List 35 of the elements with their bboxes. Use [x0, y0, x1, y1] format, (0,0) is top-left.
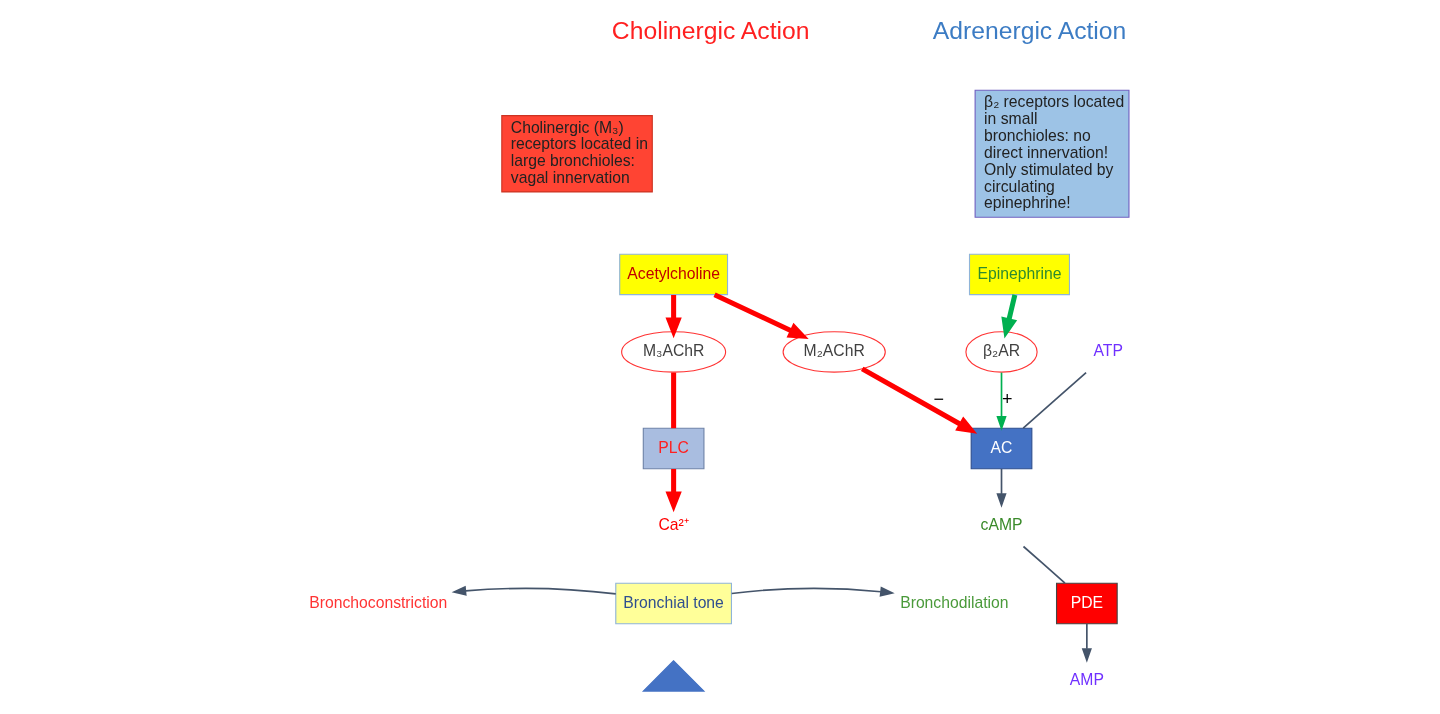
- node-text: Ca²⁺: [657, 516, 689, 534]
- node-box: PLC: [642, 427, 704, 470]
- arrow: [664, 469, 682, 513]
- label: Adrenergic Action: [932, 17, 1126, 45]
- arrow: [1000, 294, 1017, 339]
- node-box: Acetylcholine: [618, 253, 728, 296]
- node-box: Cholinergic (M₃) receptors located in large bronchioles: vagal innervation: [500, 115, 653, 193]
- node-text: AMP: [1069, 671, 1104, 689]
- arrow: [451, 585, 617, 596]
- node-text: ATP: [1092, 342, 1123, 360]
- arrow: [995, 468, 1007, 508]
- node-text: cAMP: [980, 516, 1022, 534]
- node-box: Epinephrine: [968, 253, 1070, 296]
- node-text: Bronchodilation: [899, 593, 1009, 611]
- arrow: [1081, 623, 1092, 663]
- node-ellipse: M₂AChR: [782, 331, 886, 373]
- node-ellipse: M₃AChR: [620, 331, 726, 373]
- node-box: Bronchial tone: [614, 582, 732, 625]
- node-box: AC: [970, 427, 1032, 470]
- arrow: [664, 294, 682, 339]
- arrow: [713, 292, 809, 339]
- connector: [670, 372, 676, 429]
- edge-label: +: [1001, 388, 1012, 409]
- arrow: [730, 586, 895, 597]
- connector: [1021, 371, 1087, 430]
- connector: [1022, 545, 1066, 584]
- edge-label: −: [932, 388, 944, 409]
- node-box: PDE: [1055, 582, 1118, 625]
- node-triangle: [641, 659, 705, 692]
- arrow: [995, 371, 1007, 431]
- node-ellipse: β₂AR: [964, 331, 1038, 373]
- node-text: Bronchoconstriction: [308, 593, 447, 611]
- label: Cholinergic Action: [611, 17, 809, 45]
- node-box: β₂ receptors located in small bronchioles: no direct innervation! Only stimulated by circulating epinephrine!: [974, 89, 1129, 218]
- arrow: [860, 366, 977, 434]
